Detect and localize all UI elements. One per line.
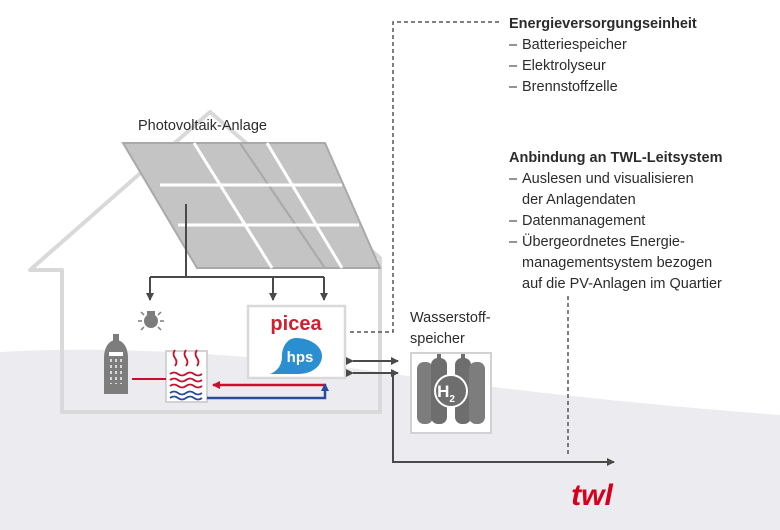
hydrogen-storage-label: Wasserstoff- speicher [410,310,491,347]
energy-unit-title: Energieversorgungseinheit [509,16,697,32]
energy-unit-list: Batteriespeicher Elektrolyseur Brennstof… [509,35,697,98]
hps-logo-icon [270,338,322,374]
energy-unit-block: Energieversorgungseinheit Batteriespeich… [509,14,697,98]
picea-logo: picea [270,313,322,335]
twl-connection-line [360,372,615,466]
solar-panel-grid [160,142,359,269]
hps-logo: hps [287,349,314,366]
list-item: Elektrolyseur [509,56,697,77]
solar-panel-array [121,142,382,269]
lightbulb-icon [138,311,164,331]
twl-logo: twl [571,479,613,512]
h2-symbol: H2 [437,382,455,405]
pv-distribution-lines [146,204,328,301]
pv-label: Photovoltaik-Anlage [138,118,267,134]
twl-connection-list: Auslesen und visualisieren der Anlagenda… [509,169,722,295]
twl-connection-title: Anbindung an TWL-Leitsystem [509,150,723,166]
return-water-arrow [207,383,329,400]
list-item: Brennstoffzelle [509,77,697,98]
twl-connection-block: Anbindung an TWL-Leitsystem Auslesen und… [509,148,722,295]
list-item: Datenmanagement [509,211,722,232]
list-item: Batteriespeicher [509,35,697,56]
list-item: Auslesen und visualisieren der Anlagenda… [509,169,722,211]
energy-unit-dashed-connector [350,21,500,333]
house-outline [28,110,382,414]
heating-radiator-icon [165,349,208,403]
hydrogen-tank-icon [410,352,492,434]
list-item: Übergeordnetes Energie- managementsystem… [509,232,722,295]
shower-icon [104,334,128,394]
